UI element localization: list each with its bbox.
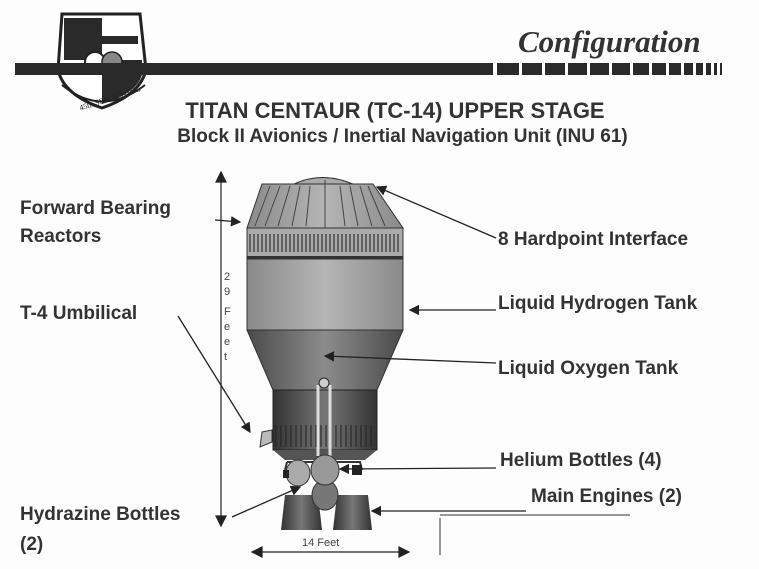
header-bar [15, 63, 493, 75]
label-hydrazine-bottles: Hydrazine Bottles [20, 504, 181, 525]
label-forward-bearing: Forward Bearing [20, 198, 171, 219]
width-dimension-line [250, 546, 411, 558]
page-subtitle: Block II Avionics / Inertial Navigation … [177, 126, 628, 147]
height-dimension-label: 2 9 F e e t [224, 270, 231, 365]
header-bar-segments [497, 63, 722, 75]
centaur-upper-stage-illustration [246, 177, 404, 530]
label-reactors: Reactors [20, 226, 102, 247]
label-hardpoint-interface: 8 Hardpoint Interface [498, 229, 689, 250]
height-unit-letter: e [224, 336, 231, 348]
label-main-engines: Main Engines (2) [531, 486, 682, 507]
frame-corner-line [439, 514, 630, 555]
label-helium-bottles: Helium Bottles (4) [500, 450, 662, 471]
height-unit-letter: e [224, 321, 231, 333]
height-dimension-line [215, 170, 227, 528]
section-title: Configuration [518, 24, 701, 59]
height-unit-letter: F [224, 306, 231, 318]
height-unit-letter: t [224, 351, 228, 363]
leader-arrows [177, 185, 526, 518]
label-liquid-oxygen-tank: Liquid Oxygen Tank [498, 358, 679, 379]
label-liquid-hydrogen-tank: Liquid Hydrogen Tank [498, 293, 698, 314]
width-dimension-label: 14 Feet [302, 537, 340, 549]
label-hydrazine-count: (2) [20, 534, 44, 555]
height-digit: 2 [224, 271, 231, 283]
height-digit: 9 [224, 286, 231, 298]
label-t4-umbilical: T-4 Umbilical [20, 303, 138, 324]
page-title: TITAN CENTAUR (TC-14) UPPER STAGE [185, 98, 605, 123]
